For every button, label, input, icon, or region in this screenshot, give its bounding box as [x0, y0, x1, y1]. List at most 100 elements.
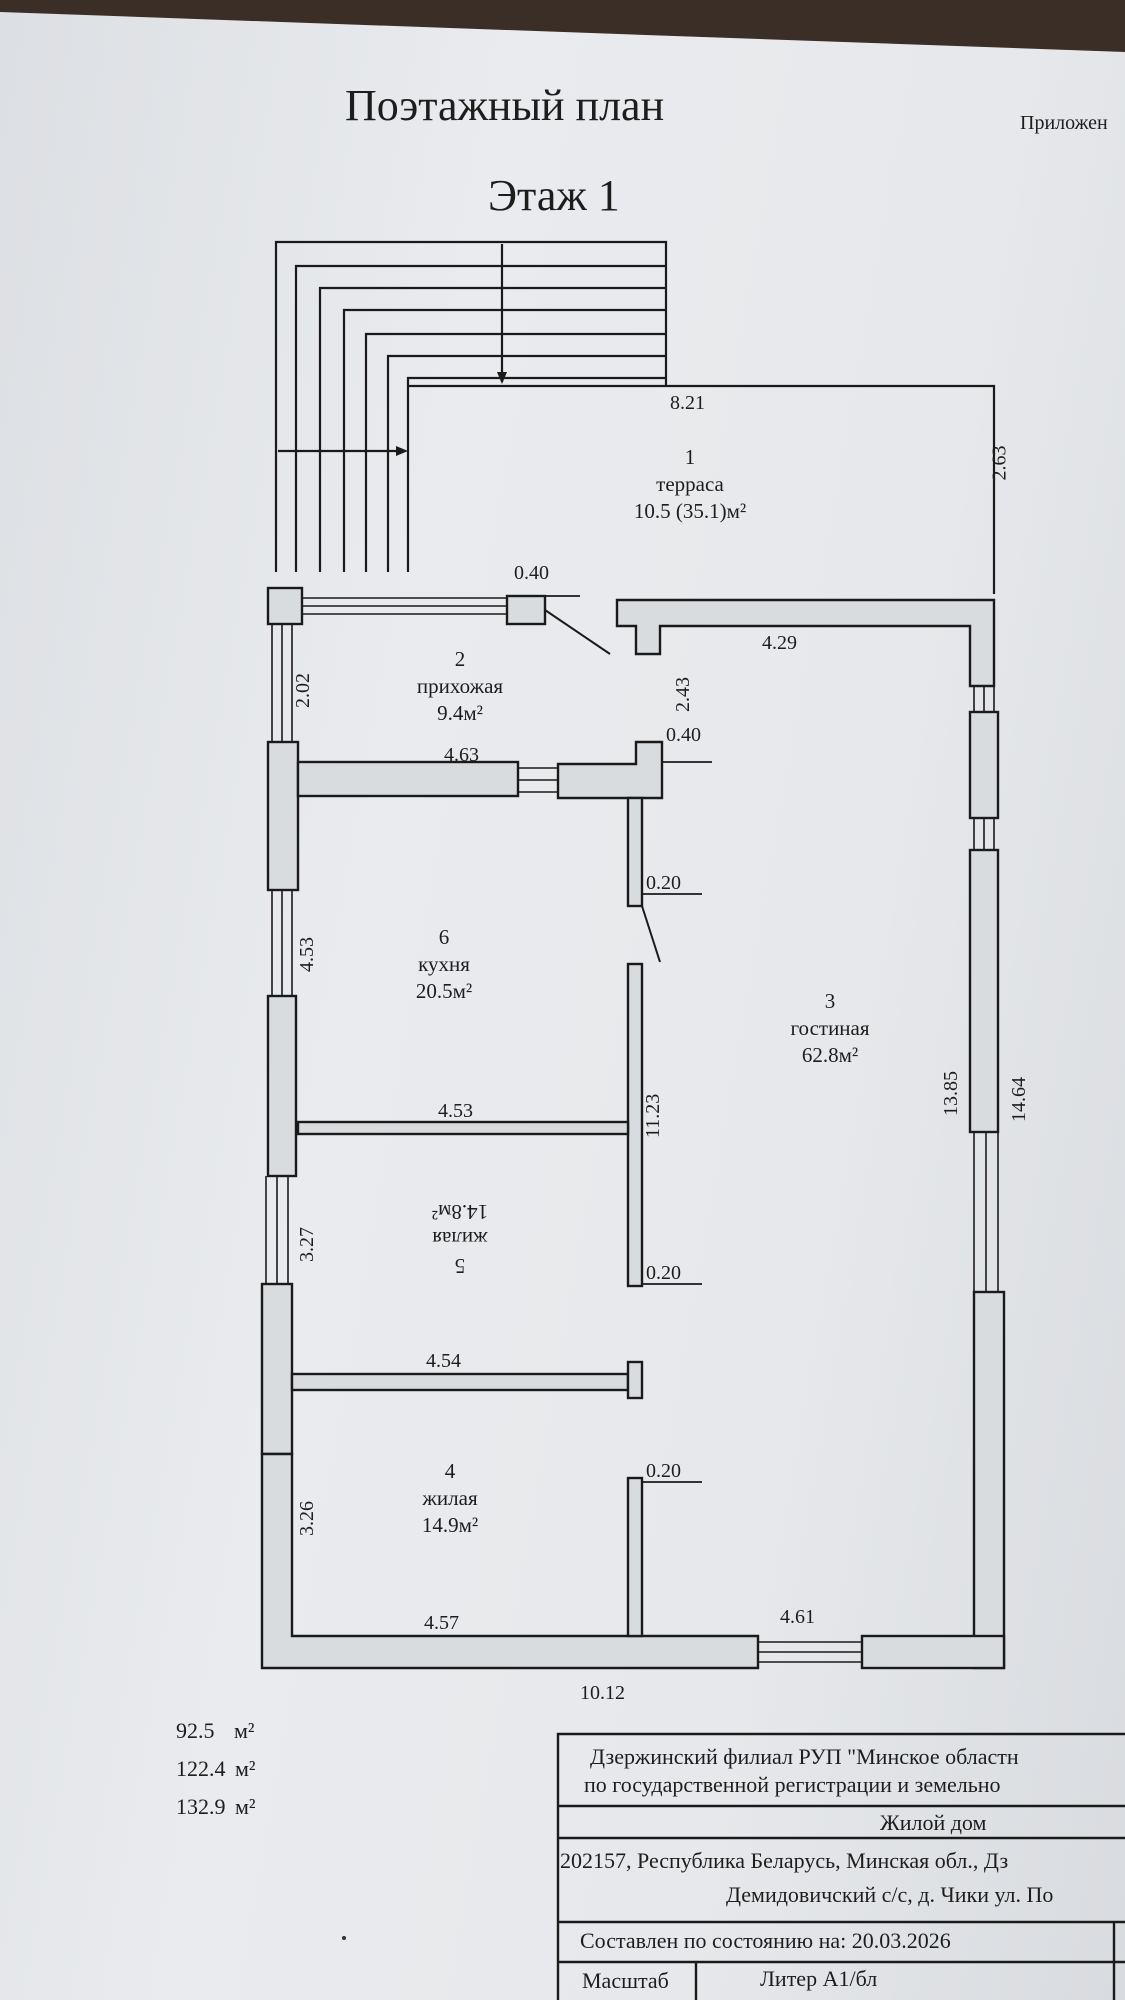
- room-1-label: 1 терраса 10.5 (35.1)м²: [560, 444, 820, 525]
- partition-room5-room4-end: [626, 1360, 644, 1400]
- wall-left-3: [260, 1282, 294, 1456]
- window-right-top: [973, 686, 995, 712]
- window-left-room5: [265, 1176, 289, 1284]
- stamp-org-line1: Дзержинский филиал РУП "Минское областн: [590, 1744, 1019, 1769]
- wall-bottom-right: [860, 1634, 1006, 1670]
- window-left-hall: [271, 624, 293, 742]
- room-area: 10.5 (35.1)м²: [633, 499, 747, 523]
- stair-step-4: [342, 308, 666, 572]
- total-unit: м²: [235, 1756, 256, 1781]
- stamp-scale: Масштаб: [582, 1968, 669, 1993]
- room-4-label: 4 жилая 14.9м²: [350, 1458, 550, 1539]
- dim-kitchen-width: 4.53: [438, 1100, 473, 1122]
- wall-pillar: [505, 594, 547, 626]
- room-name: жилая: [432, 1227, 488, 1251]
- room-number: 4: [444, 1459, 456, 1483]
- dim-room5-width: 4.54: [426, 1350, 461, 1372]
- dimension-leaders: [512, 595, 712, 1483]
- stair-step-5: [364, 332, 666, 572]
- room-name: прихожая: [416, 674, 504, 698]
- terrace-outline: [408, 384, 996, 594]
- wall-right-2: [968, 848, 1000, 1134]
- dim-hall-wall-thickness: 0.40: [666, 724, 701, 746]
- dim-hall-height: 2.02: [292, 673, 314, 708]
- window-bottom: [758, 1641, 862, 1663]
- walls: [260, 586, 1006, 1670]
- dim-partition-1: 0.20: [646, 872, 681, 894]
- room-name: гостиная: [790, 1016, 870, 1040]
- dim-hall-width: 4.63: [444, 744, 479, 766]
- dim-total-width: 10.12: [580, 1682, 625, 1704]
- window-left-kitchen: [271, 890, 293, 996]
- room-name: терраса: [656, 472, 724, 496]
- dim-partition-2: 0.20: [646, 1262, 681, 1284]
- wall-right-1: [968, 710, 1000, 820]
- stair-step-6: [386, 354, 666, 572]
- total-area-2: 122.4 м²: [176, 1756, 256, 1782]
- dim-room4-width: 4.57: [424, 1612, 459, 1634]
- dim-inner-height: 13.85: [940, 1071, 962, 1116]
- stamp-address-line1: 202157, Республика Беларусь, Минская обл…: [560, 1848, 1009, 1873]
- stamp-org-line2: по государственной регистрации и земельн…: [584, 1772, 1001, 1797]
- windows: [265, 597, 999, 1663]
- room-area: 62.8м²: [801, 1043, 859, 1067]
- door-entrance: [544, 609, 611, 655]
- dim-room5-height: 3.27: [296, 1227, 318, 1262]
- room-3-label: 3 гостиная 62.8м²: [730, 988, 930, 1069]
- dim-corridor-length: 11.23: [642, 1093, 664, 1138]
- dim-hall-door: 2.43: [672, 677, 694, 712]
- partition-kitchen-living: [626, 796, 644, 908]
- dim-partition-3: 0.20: [646, 1460, 681, 1482]
- dim-kitchen-height: 4.53: [296, 937, 318, 972]
- window-right-mid: [973, 818, 995, 850]
- partition-room5-room4: [290, 1372, 630, 1392]
- room-6-label: 6 кухня 20.5м²: [344, 924, 544, 1005]
- window-terrace: [302, 597, 507, 615]
- dim-room4-height: 3.26: [296, 1501, 318, 1536]
- stamp-object: Жилой дом: [880, 1810, 987, 1835]
- room-number: 6: [438, 925, 450, 949]
- room-5-label: 5 жилая 14.8м²: [360, 1198, 560, 1279]
- wall-living-top: [615, 598, 996, 688]
- total-unit: м²: [234, 1718, 255, 1743]
- stamp-address-line2: Демидовичский с/с, д. Чики ул. По: [726, 1882, 1054, 1907]
- total-value: 92.5: [176, 1718, 215, 1743]
- floor-title: Этаж 1: [488, 171, 620, 220]
- door-kitchen: [641, 905, 661, 963]
- stair-step-2: [294, 264, 666, 572]
- room-area: 14.8м²: [431, 1200, 489, 1224]
- stair-step-7: [406, 376, 666, 572]
- dim-wall-thickness-top: 0.40: [514, 562, 549, 584]
- room-area: 9.4м²: [437, 701, 483, 725]
- stair-step-1: [274, 240, 668, 572]
- dim-terrace-depth: 2.63: [988, 445, 1011, 481]
- partition-kitchen-room5: [296, 1120, 630, 1136]
- wall-right-3: [972, 1290, 1006, 1670]
- dim-living-bottom-width: 4.61: [780, 1606, 815, 1628]
- wall-hall-kitchen-right: [556, 740, 664, 800]
- wall-hall-kitchen-left: [296, 760, 520, 798]
- window-hall-door: [518, 767, 558, 793]
- title-block: [556, 1732, 1125, 2000]
- wall-left-2: [266, 994, 298, 1178]
- stamp-date: Составлен по состоянию на: 20.03.2026: [580, 1928, 951, 1953]
- room-number: 2: [454, 647, 466, 671]
- wall-bottom-left: [260, 1452, 760, 1670]
- dim-living-top-width: 4.29: [762, 632, 797, 654]
- dim-outer-height: 14.64: [1008, 1077, 1030, 1122]
- room-number: 5: [454, 1254, 466, 1278]
- room-number: 3: [824, 989, 836, 1013]
- room-area: 14.9м²: [421, 1513, 479, 1537]
- total-area-3: 132.9 м²: [176, 1794, 256, 1820]
- stamp-liter: Литер А1/бл: [760, 1966, 878, 1991]
- total-area-1: 92.5 м²: [176, 1718, 255, 1744]
- room-name: кухня: [418, 952, 470, 976]
- dim-terrace-width: 8.21: [670, 392, 705, 414]
- total-value: 132.9: [176, 1794, 226, 1819]
- partition-room4-living: [626, 1476, 644, 1638]
- appendix-label: Приложен: [1020, 112, 1108, 134]
- room-area: 20.5м²: [415, 979, 473, 1003]
- total-unit: м²: [235, 1794, 256, 1819]
